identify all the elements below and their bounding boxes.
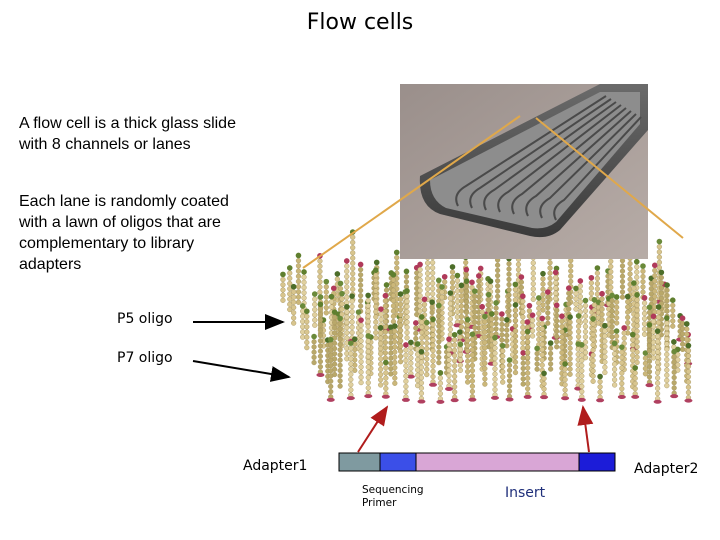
sequencing-primer-label: Sequencing Primer [362, 484, 424, 509]
adapter2-label: Adapter2 [634, 461, 699, 477]
insert-segment [415, 452, 580, 472]
p5-oligo-label: P5 oligo [117, 311, 173, 327]
flow-cell-description: A flow cell is a thick glass slide with … [19, 115, 236, 153]
p7-oligo-label: P7 oligo [117, 350, 173, 366]
adapter2-red-arrow [577, 405, 594, 453]
connector-line-left [302, 115, 521, 269]
adapter1-segment [338, 452, 381, 472]
adapter1-label: Adapter1 [243, 458, 308, 474]
lane-coating-description: Each lane is randomly coated with a lawn… [19, 193, 229, 273]
p7-arrow [192, 360, 291, 382]
slide-title: Flow cells [306, 10, 414, 35]
flow-cell-photo [400, 84, 648, 259]
oligo-lawn [280, 229, 693, 404]
adapter1-red-arrow [357, 405, 389, 453]
sequencing-primer-segment [379, 452, 417, 472]
insert-label: Insert [505, 485, 546, 501]
connector-line-right [535, 117, 684, 239]
adapter2-segment [578, 452, 616, 472]
library-fragment [338, 452, 616, 472]
